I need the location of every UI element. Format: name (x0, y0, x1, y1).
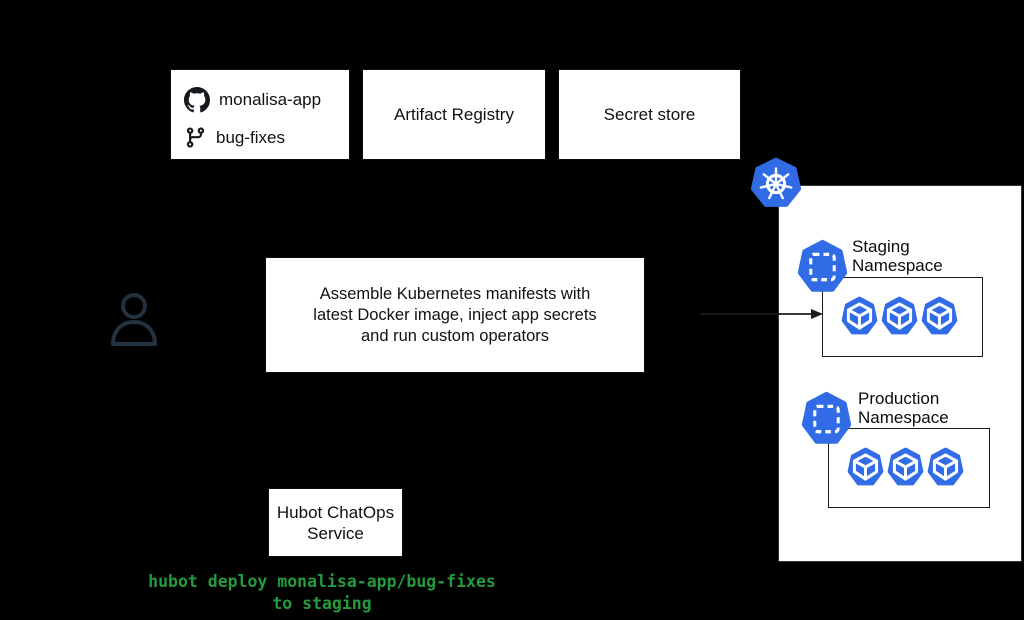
hubot-line-1: Hubot ChatOps (276, 502, 395, 522)
pod-cube-icon (881, 296, 918, 335)
secret-store-box: Secret store (558, 69, 741, 160)
assemble-line-3: and run custom operators (360, 326, 550, 345)
hubot-line-2: Service (307, 523, 364, 543)
hubot-command-text: hubot deploy monalisa-app/bug-fixes to s… (72, 571, 572, 615)
production-namespace-label: Production Namespace (858, 389, 949, 427)
arrow-right (700, 309, 823, 319)
artifact-registry-box: Artifact Registry (362, 69, 546, 160)
assemble-manifests-box: Assemble Kubernetes manifests with lates… (265, 257, 645, 373)
git-branch-icon (186, 127, 205, 148)
artifact-registry-label: Artifact Registry (394, 105, 514, 124)
person-icon (111, 293, 157, 346)
staging-namespace-label: Staging Namespace (852, 237, 943, 275)
kubernetes-wheel-icon (750, 157, 802, 207)
assemble-line-2: latest Docker image, inject app secrets (313, 305, 597, 324)
pod-cube-icon (841, 296, 878, 335)
repo-branch-label: bug-fixes (216, 127, 285, 147)
pod-cube-icon (927, 447, 964, 486)
repo-branch-row: bug-fixes (184, 126, 285, 149)
hubot-chatops-box: Hubot ChatOps Service (268, 488, 403, 557)
production-namespace-icon (801, 391, 852, 444)
pod-cube-icon (847, 447, 884, 486)
staging-namespace-icon (797, 239, 848, 292)
hubot-command-line-1: hubot deploy monalisa-app/bug-fixes (148, 572, 496, 591)
assemble-line-1: Assemble Kubernetes manifests with (319, 284, 591, 303)
production-pods (847, 447, 964, 487)
pod-cube-icon (887, 447, 924, 486)
secret-store-label: Secret store (603, 105, 696, 124)
github-repo-box: monalisa-app bug-fixes (170, 69, 350, 160)
hubot-command-line-2: to staging (272, 594, 372, 613)
repo-name-label: monalisa-app (219, 90, 322, 109)
pod-cube-icon (921, 296, 958, 335)
github-mark-icon (184, 87, 210, 113)
repo-name-row: monalisa-app (184, 87, 321, 113)
staging-pods (841, 296, 958, 336)
